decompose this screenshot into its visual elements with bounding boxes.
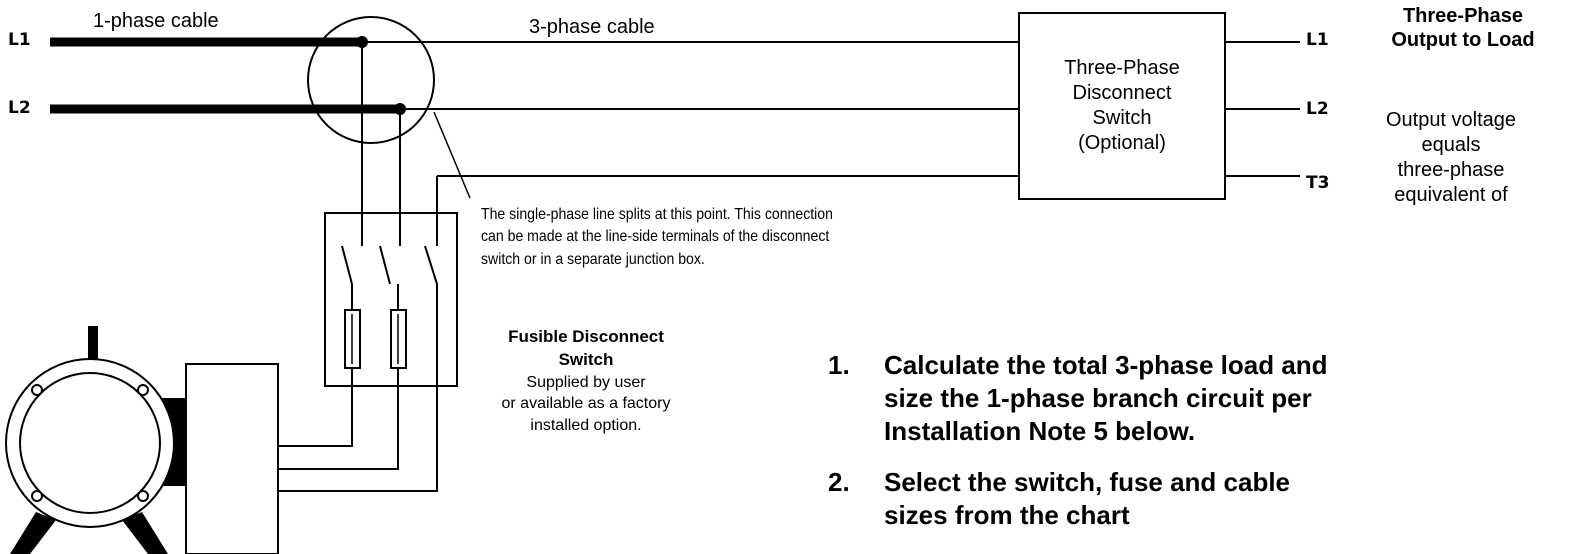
split-note-line: switch or in a separate junction box.	[481, 250, 705, 268]
three-phase-disconnect-box: Three-Phase Disconnect Switch (Optional)	[1018, 12, 1226, 200]
input-terminal-l2: L2	[8, 98, 31, 118]
output-title: Three-Phase Output to Load	[1338, 4, 1588, 52]
step-item: 2. Select the switch, fuse and cable siz…	[828, 466, 1528, 532]
output-note-line: equals	[1421, 134, 1481, 156]
output-terminal-l2: L2	[1306, 99, 1329, 119]
motor-feed-3	[277, 284, 438, 492]
output-terminal-t3: T3	[1306, 173, 1330, 193]
split-pointer-line	[433, 111, 471, 199]
box-text-line: Disconnect	[1072, 82, 1172, 104]
fusible-switch-title: Fusible Disconnect	[508, 327, 664, 346]
box-text-line: Switch	[1092, 107, 1152, 129]
step-number: 1.	[828, 350, 850, 380]
output-voltage-note: Output voltage equals three-phase equiva…	[1336, 108, 1566, 208]
switch-blade-1	[341, 245, 353, 285]
step-line: Installation Note 5 below.	[884, 416, 1196, 447]
step-item: 1. Calculate the total 3-phase load and …	[828, 349, 1528, 448]
output-title-line: Output to Load	[1391, 29, 1535, 51]
box-text-line: (Optional)	[1078, 132, 1166, 154]
output-note-line: equivalent of	[1394, 184, 1508, 206]
step-text: Select the switch, fuse and cable sizes …	[884, 466, 1528, 532]
instruction-steps: 1. Calculate the total 3-phase load and …	[828, 349, 1528, 550]
fusible-switch-desc: Supplied by user	[526, 373, 646, 391]
step-line: Select the switch, fuse and cable	[884, 467, 1291, 498]
split-note-line: can be made at the line-side terminals o…	[481, 228, 830, 246]
switch-blade-3	[424, 245, 438, 285]
fusible-switch-caption: Fusible Disconnect Switch Supplied by us…	[456, 326, 716, 437]
fusible-switch-title: Switch	[558, 349, 614, 369]
output-title-line: Three-Phase	[1402, 5, 1524, 27]
split-point-note: The single-phase line splits at this poi…	[481, 204, 912, 271]
switch-blade-2	[379, 245, 391, 285]
step-line: Calculate the total 3-phase load and	[884, 350, 1328, 380]
fusible-switch-desc: or available as a factory	[501, 395, 671, 413]
three-phase-cable-label: 3-phase cable	[529, 16, 655, 38]
step-text: Calculate the total 3-phase load and siz…	[884, 349, 1528, 448]
output-note-line: Output voltage	[1385, 109, 1517, 131]
box-text-line: Three-Phase	[1064, 57, 1180, 79]
output-note-line: three-phase	[1397, 159, 1505, 181]
input-terminal-l1: L1	[8, 30, 31, 50]
split-note-line: The single-phase line splits at this poi…	[481, 206, 833, 223]
fusible-switch-enclosure	[324, 212, 458, 387]
single-phase-cable-label: 1-phase cable	[93, 10, 219, 32]
fusible-switch-desc: installed option.	[530, 417, 642, 435]
motor-feed-2	[277, 368, 399, 470]
step-line: sizes from the chart	[884, 500, 1130, 531]
motor-feed-1	[277, 368, 353, 447]
output-terminal-l1: L1	[1306, 30, 1329, 50]
junction-circle	[307, 16, 435, 144]
step-line: size the 1-phase branch circuit per	[884, 383, 1312, 414]
motor-icon	[5, 326, 279, 554]
step-number: 2.	[828, 467, 850, 498]
